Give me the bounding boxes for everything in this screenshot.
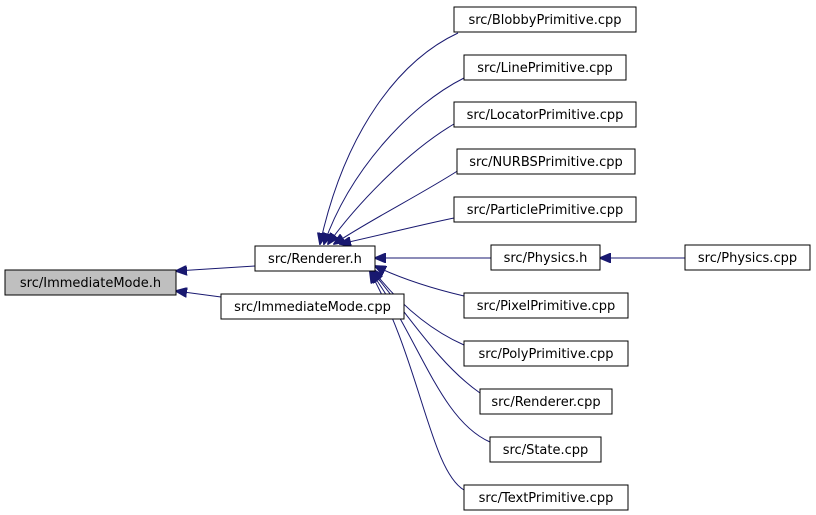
- edge-particle-to-renderer-h: [340, 217, 455, 244]
- node-line-primitive-cpp[interactable]: src/LinePrimitive.cpp: [463, 54, 627, 81]
- node-label: src/Renderer.h: [268, 252, 362, 267]
- edge-nurbs-to-renderer-h: [334, 169, 460, 244]
- node-state-cpp[interactable]: src/State.cpp: [489, 436, 602, 463]
- node-label: src/LocatorPrimitive.cpp: [467, 108, 624, 123]
- node-label: src/LinePrimitive.cpp: [477, 61, 612, 76]
- node-physics-cpp[interactable]: src/Physics.cpp: [684, 244, 811, 271]
- node-renderer-h[interactable]: src/Renderer.h: [254, 245, 376, 272]
- edge-line-to-renderer-h: [324, 77, 465, 244]
- node-label: src/Renderer.cpp: [491, 395, 600, 410]
- node-particle-primitive-cpp[interactable]: src/ParticlePrimitive.cpp: [453, 196, 637, 223]
- node-label: src/Physics.h: [504, 251, 588, 266]
- node-label: src/TextPrimitive.cpp: [479, 491, 614, 506]
- edge-renderer-cpp-to-renderer-h: [372, 271, 481, 394]
- node-physics-h[interactable]: src/Physics.h: [490, 244, 601, 271]
- node-immediatemode-h[interactable]: src/ImmediateMode.h: [4, 269, 177, 296]
- node-label: src/State.cpp: [503, 443, 589, 458]
- node-blobby-primitive-cpp[interactable]: src/BlobbyPrimitive.cpp: [453, 6, 637, 33]
- edge-locator-to-renderer-h: [328, 123, 455, 244]
- node-label: src/PixelPrimitive.cpp: [477, 299, 615, 314]
- node-label: src/ImmediateMode.cpp: [234, 300, 391, 315]
- edge-blobby-to-renderer-h: [320, 32, 459, 244]
- node-immediatemode-cpp[interactable]: src/ImmediateMode.cpp: [220, 293, 405, 320]
- node-label: src/Physics.cpp: [698, 251, 797, 266]
- node-nurbs-primitive-cpp[interactable]: src/NURBSPrimitive.cpp: [456, 148, 636, 175]
- edge-immediatemode-cpp-to-immediatemode-h: [176, 291, 222, 298]
- node-text-primitive-cpp[interactable]: src/TextPrimitive.cpp: [463, 484, 629, 511]
- node-locator-primitive-cpp[interactable]: src/LocatorPrimitive.cpp: [453, 101, 637, 128]
- node-label: src/NURBSPrimitive.cpp: [469, 155, 623, 170]
- node-label: src/BlobbyPrimitive.cpp: [468, 13, 621, 28]
- node-poly-primitive-cpp[interactable]: src/PolyPrimitive.cpp: [463, 340, 629, 367]
- node-label: src/PolyPrimitive.cpp: [478, 347, 613, 362]
- edge-renderer-h-to-immediatemode-h: [176, 266, 256, 271]
- node-renderer-cpp[interactable]: src/Renderer.cpp: [479, 388, 613, 415]
- node-label: src/ImmediateMode.h: [20, 276, 161, 291]
- node-label: src/ParticlePrimitive.cpp: [467, 203, 623, 218]
- node-pixel-primitive-cpp[interactable]: src/PixelPrimitive.cpp: [463, 292, 629, 319]
